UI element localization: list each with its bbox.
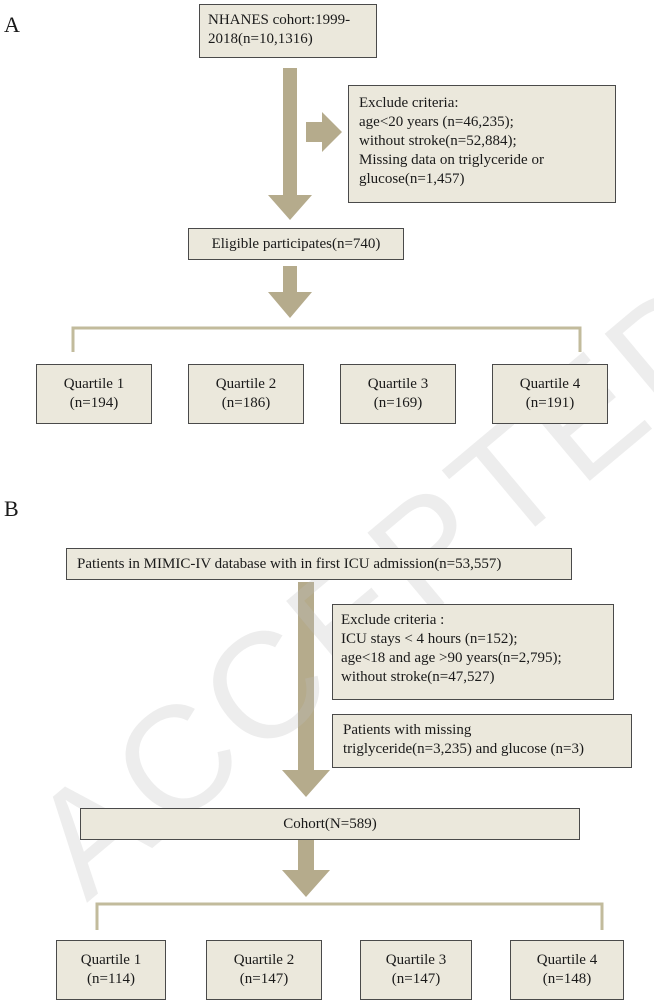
quartile-a-4-name: Quartile 4: [519, 376, 581, 392]
eligible-participants-label: Eligible participates(n=740): [211, 236, 381, 252]
arrow-a-split: [268, 266, 312, 318]
exclude-a-line-2: age<20 years (n=46,235);: [359, 114, 514, 130]
arrow-b-split: [282, 840, 330, 897]
missing-line-2: triglyceride(n=3,235) and glucose (n=3): [343, 741, 585, 757]
quartile-b-3-box: Quartile 3 (n=147): [360, 940, 472, 1000]
quartile-a-3-name: Quartile 3: [367, 376, 429, 392]
quartile-b-2-name: Quartile 2: [233, 952, 295, 968]
exclude-b-line-2: ICU stays < 4 hours (n=152);: [341, 631, 518, 647]
quartile-a-2-name: Quartile 2: [215, 376, 277, 392]
nhanes-cohort-box: NHANES cohort:1999- 2018(n=10,1316): [199, 4, 377, 58]
quartile-a-1-n: (n=194): [69, 395, 119, 411]
mimic-patients-box: Patients in MIMIC-IV database with in fi…: [66, 548, 572, 580]
cohort-label: Cohort(N=589): [283, 816, 377, 832]
quartile-a-1-box: Quartile 1 (n=194): [36, 364, 152, 424]
quartile-b-1-name: Quartile 1: [80, 952, 142, 968]
nhanes-cohort-line-1: NHANES cohort:1999-: [208, 12, 351, 28]
quartile-a-2-n: (n=186): [221, 395, 271, 411]
mimic-patients-label: Patients in MIMIC-IV database with in fi…: [77, 556, 502, 572]
quartile-a-3-n: (n=169): [373, 395, 423, 411]
exclude-b-line-3: age<18 and age >90 years(n=2,795);: [341, 650, 562, 666]
panel-label-a: A: [4, 12, 20, 37]
quartile-b-3-name: Quartile 3: [385, 952, 447, 968]
missing-line-1: Patients with missing: [343, 722, 472, 738]
exclude-criteria-a-box: Exclude criteria: age<20 years (n=46,235…: [348, 85, 616, 203]
panel-label-b: B: [4, 496, 19, 521]
quartile-b-3-n: (n=147): [391, 971, 441, 987]
quartile-b-4-box: Quartile 4 (n=148): [510, 940, 624, 1000]
nhanes-cohort-line-2: 2018(n=10,1316): [208, 31, 313, 47]
exclude-a-line-5: glucose(n=1,457): [359, 171, 465, 187]
quartile-a-2-box: Quartile 2 (n=186): [188, 364, 304, 424]
exclude-a-line-4: Missing data on triglyceride or: [359, 152, 544, 168]
quartile-b-1-n: (n=114): [87, 971, 135, 987]
cohort-box: Cohort(N=589): [80, 808, 580, 840]
quartile-a-4-n: (n=191): [525, 395, 575, 411]
exclude-a-line-1: Exclude criteria:: [359, 95, 459, 111]
exclude-a-line-3: without stroke(n=52,884);: [359, 133, 517, 149]
exclude-b-line-4: without stroke(n=47,527): [341, 669, 495, 685]
quartile-a-4-box: Quartile 4 (n=191): [492, 364, 608, 424]
missing-data-box: Patients with missing triglyceride(n=3,2…: [332, 714, 632, 768]
quartile-b-1-box: Quartile 1 (n=114): [56, 940, 166, 1000]
quartile-a-1-name: Quartile 1: [63, 376, 125, 392]
quartile-b-2-box: Quartile 2 (n=147): [206, 940, 322, 1000]
exclude-criteria-b-box: Exclude criteria : ICU stays < 4 hours (…: [332, 604, 614, 700]
bracket-b: [95, 902, 604, 930]
arrow-a-main: [268, 68, 312, 220]
bracket-a: [71, 326, 582, 352]
quartile-a-3-box: Quartile 3 (n=169): [340, 364, 456, 424]
arrow-b-main: [282, 582, 330, 797]
arrow-a-exclude: [306, 112, 342, 152]
eligible-participants-box: Eligible participates(n=740): [188, 228, 404, 260]
quartile-b-4-name: Quartile 4: [536, 952, 598, 968]
quartile-b-2-n: (n=147): [239, 971, 289, 987]
exclude-b-line-1: Exclude criteria :: [341, 612, 445, 628]
quartile-b-4-n: (n=148): [542, 971, 592, 987]
